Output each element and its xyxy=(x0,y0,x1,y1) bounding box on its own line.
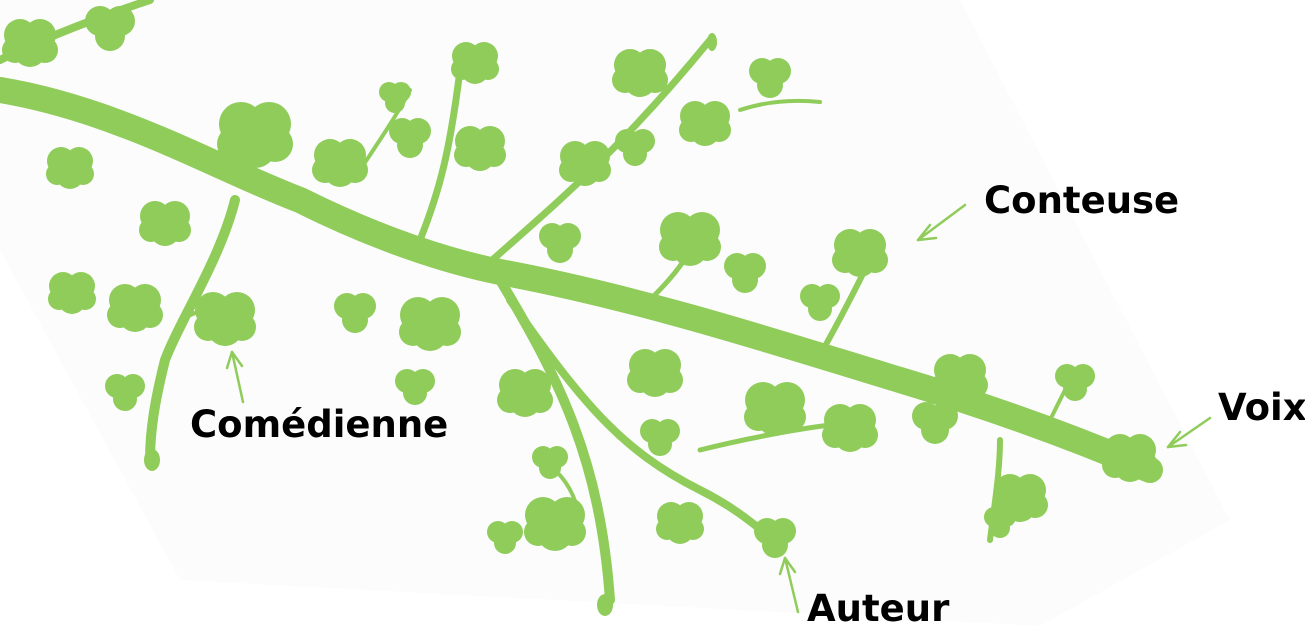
blossom xyxy=(627,349,683,397)
blossom xyxy=(612,49,668,97)
blossom xyxy=(822,404,878,452)
blossom xyxy=(656,502,704,544)
blossom xyxy=(46,147,94,189)
bud xyxy=(144,449,160,471)
blossom xyxy=(107,284,163,332)
blossom xyxy=(679,101,731,146)
blossom xyxy=(832,229,888,277)
blossom xyxy=(194,292,256,346)
blossom xyxy=(217,102,293,168)
label-comedienne: Comédienne xyxy=(190,406,448,443)
blossom xyxy=(659,212,721,266)
blossom xyxy=(312,139,368,187)
blossom xyxy=(139,201,191,246)
blossom xyxy=(454,126,506,171)
label-conteuse: Conteuse xyxy=(984,182,1179,219)
blossom xyxy=(559,141,611,186)
label-voix: Voix xyxy=(1218,389,1305,426)
blossom xyxy=(2,19,58,67)
blossom xyxy=(399,297,461,351)
bud xyxy=(597,594,613,616)
blossom xyxy=(524,497,586,551)
label-auteur: Auteur xyxy=(807,590,949,627)
blossom xyxy=(744,382,806,436)
blossom xyxy=(1102,434,1158,482)
blossom xyxy=(48,272,96,314)
blossom xyxy=(497,369,553,417)
blossom xyxy=(932,354,988,402)
bud xyxy=(707,33,717,51)
blossom xyxy=(451,42,499,84)
